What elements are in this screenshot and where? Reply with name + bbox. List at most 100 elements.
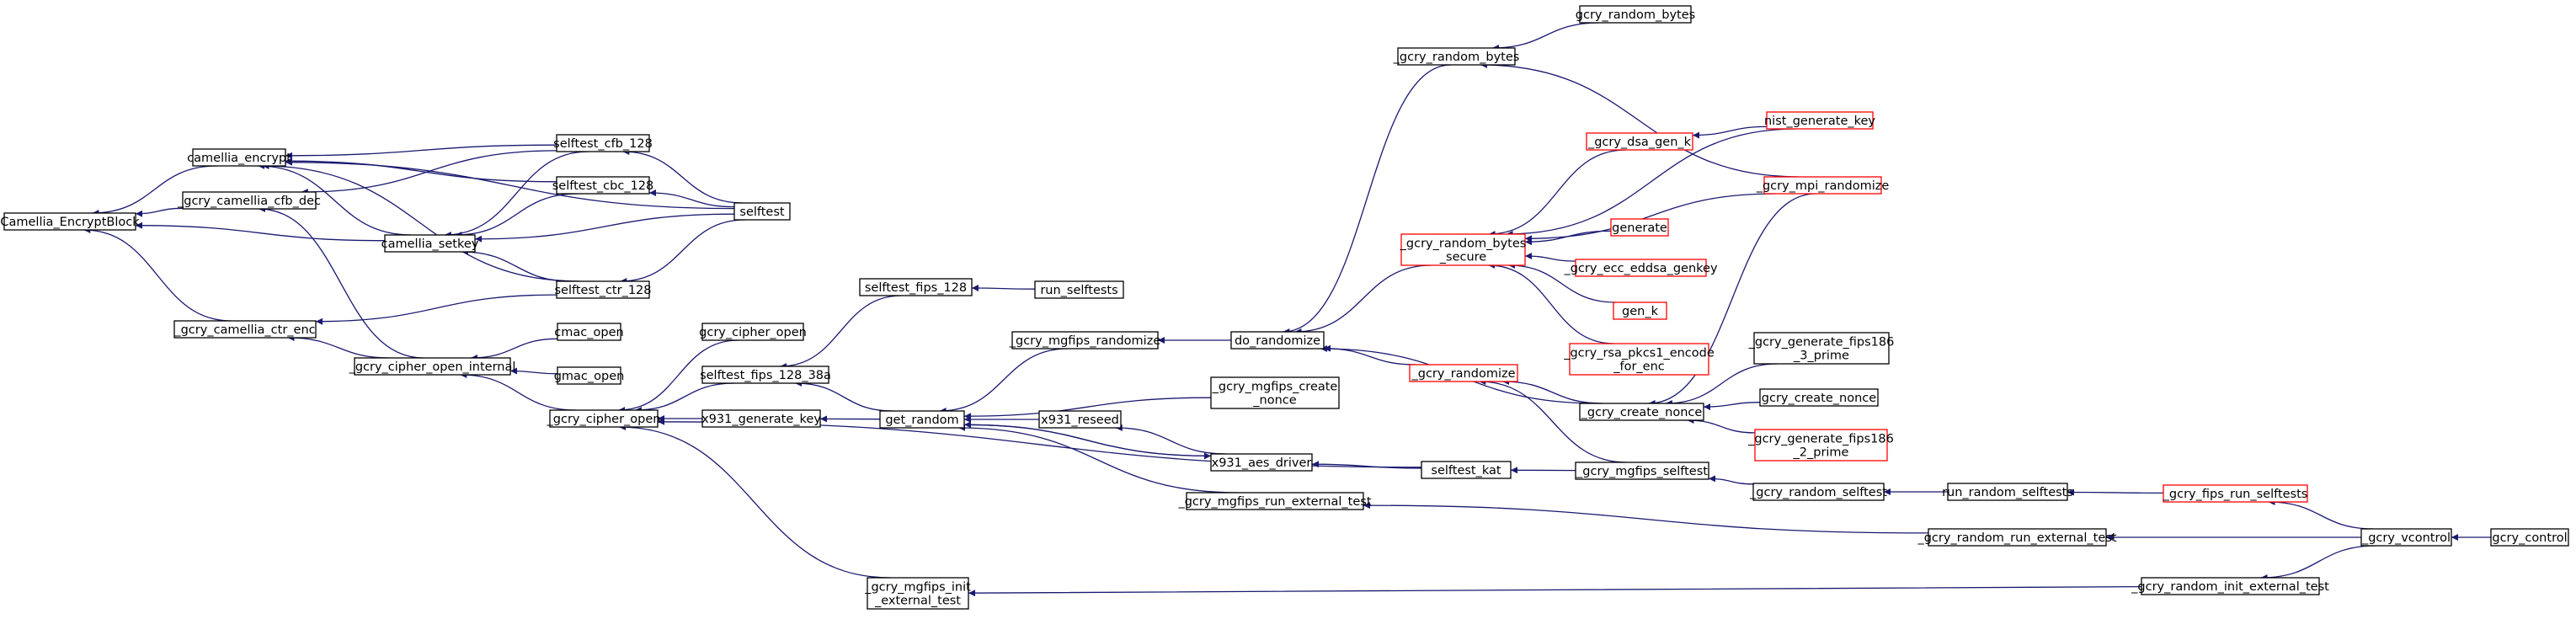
graph-node-n3[interactable]: camellia_setkey [381,234,479,253]
graph-node-n0: Camellia_EncryptBlock [0,212,140,231]
node-label: _external_test [874,595,961,608]
edge-n18-n21 [963,397,1212,420]
node-box [1210,376,1340,409]
graph-node-n10[interactable]: cmac_open [554,323,624,341]
node-label: _2_prime [1793,446,1849,460]
graph-node-n7[interactable]: selftest_ctr_128 [555,280,652,299]
node-label: _gcry_mgfips_create [1212,381,1338,394]
graph-node-n4[interactable]: _gcry_camellia_ctr_enc [173,320,317,339]
graph-node-n42[interactable]: _gcry_generate_fips186_2_prime [1747,429,1894,462]
edge-n14-n16 [780,295,902,370]
edge-n29-n39 [1524,193,1776,243]
node-label: _gcry_mgfips_init [864,581,971,595]
node-label: selftest_cbc_128 [552,179,654,193]
graph-node-n23[interactable]: _gcry_mgfips_run_external_test [1177,492,1372,510]
graph-node-n17[interactable]: run_selftests [1034,280,1124,299]
graph-node-n41[interactable]: gcry_create_nonce [1759,388,1879,407]
graph-node-n33[interactable]: generate [1610,218,1669,237]
graph-node-n2[interactable]: _gcry_camellia_cfb_dec [177,191,321,210]
edge-n25-n27 [1283,64,1452,335]
node-box [182,191,317,210]
edge-n2-n5 [301,150,557,195]
edge-n16-n17 [971,285,1036,292]
graph-node-n34[interactable]: _gcry_ecc_eddsa_genkey [1563,259,1718,277]
edge-n18-n23 [958,424,1239,494]
graph-node-n38[interactable]: nist_generate_key [1764,111,1875,130]
graph-node-n5[interactable]: selftest_cfb_128 [553,134,653,152]
graph-node-n24[interactable]: _gcry_mgfips_init_external_test [864,577,971,610]
node-label: _secure [1439,251,1487,264]
graph-node-n21[interactable]: _gcry_mgfips_create_nonce [1210,376,1340,409]
node-label: gcry_random_bytes [1576,8,1695,22]
node-box [701,366,829,384]
node-box [1579,5,1692,24]
node-label: selftest_fips_128_38a [700,369,831,382]
node-label: selftest_ctr_128 [555,284,652,297]
graph-node-n14[interactable]: selftest_fips_128_38a [700,366,831,384]
node-box [1186,492,1364,510]
edge-n27-n39 [1480,61,1800,178]
node-label: _gcry_generate_fips186 [1747,433,1894,446]
node-box [1579,403,1704,421]
edge-n37-n41 [1703,402,1761,411]
graph-node-n22[interactable]: x931_aes_driver [1210,453,1313,472]
node-box [192,148,286,167]
edge-n9-n12 [460,371,577,411]
edge-n12-n24 [618,424,890,579]
node-box [1759,388,1879,407]
edge-n30-n31 [1479,378,1627,463]
node-box [557,366,621,385]
graph-node-n45[interactable]: _gcry_fips_run_selftests [2163,484,2308,503]
node-label: _gcry_random_bytes [1393,51,1520,64]
graph-node-n8[interactable]: selftest [733,202,791,221]
graph-node-n13[interactable]: gcry_cipher_open [699,323,807,341]
graph-node-n43[interactable]: _gcry_random_selftest [1749,483,1887,501]
graph-node-n49[interactable]: gcry_control [2490,528,2569,547]
node-label: selftest_kat [1431,464,1501,478]
graph-node-n35[interactable]: gen_k [1613,301,1667,320]
node-label: _gcry_random_init_external_test [2131,580,2329,594]
node-label: _gcry_random_bytes [1400,237,1527,251]
edge-n0-n3 [135,221,386,242]
node-box [879,410,965,429]
graph-node-n12[interactable]: _gcry_cipher_open [547,409,661,428]
edge-n45-n48 [2268,499,2374,530]
graph-node-n44[interactable]: run_random_selftests [1942,483,2073,501]
graph-node-n20[interactable]: x931_reseed [1038,410,1122,429]
node-box [3,212,136,231]
node-label: x931_generate_key [701,413,821,426]
node-box [2163,484,2308,503]
graph-node-n48[interactable]: _gcry_vcontrol [2360,528,2452,547]
graph-node-n28[interactable]: gcry_random_bytes [1576,5,1695,24]
edge-n1-n7 [262,163,580,282]
node-label: _gcry_random_selftest [1749,486,1887,499]
edge-n37-n39 [1648,193,1816,407]
graph-node-n6[interactable]: selftest_cbc_128 [552,176,654,195]
graph-node-n39[interactable]: _gcry_mpi_randomize [1756,176,1890,195]
graph-node-n1[interactable]: camellia_encrypt [187,148,291,167]
graph-node-n30[interactable]: _gcry_randomize [1409,364,1518,382]
edge-n24-n47 [968,585,2142,597]
node-label: _gcry_cipher_open_internal [349,360,516,374]
graph-node-n26[interactable]: selftest_kat [1421,461,1512,479]
graph-node-n18[interactable]: get_random [879,410,965,429]
graph-node-n9[interactable]: _gcry_cipher_open_internal [349,357,516,376]
graph-node-n40[interactable]: _gcry_generate_fips186_3_prime [1748,332,1895,365]
node-label: gcry_cipher_open [699,326,807,339]
graph-node-n31[interactable]: _gcry_mgfips_selftest [1575,462,1709,480]
node-box [1928,528,2107,547]
graph-node-n25[interactable]: do_randomize [1230,331,1325,350]
graph-node-n27[interactable]: _gcry_random_bytes [1393,47,1520,66]
graph-node-n19[interactable]: _gcry_mgfips_randomize [1009,331,1161,350]
node-box [1613,301,1667,320]
graph-node-n32[interactable]: _gcry_dsa_gen_k [1586,132,1693,151]
graph-node-n16[interactable]: selftest_fips_128 [859,278,973,296]
graph-node-n36[interactable]: _gcry_rsa_pkcs1_encode_for_enc [1563,343,1715,376]
graph-node-n15[interactable]: x931_generate_key [701,409,821,428]
edge-n14-n18 [795,380,893,412]
graph-node-n11[interactable]: gmac_open [554,366,625,385]
graph-node-n46[interactable]: _gcry_random_run_external_test [1917,528,2117,547]
graph-node-n47[interactable]: _gcry_random_init_external_test [2131,577,2329,595]
graph-node-n29[interactable]: _gcry_random_bytes_secure [1400,233,1527,266]
graph-node-n37[interactable]: _gcry_create_nonce [1579,403,1704,421]
